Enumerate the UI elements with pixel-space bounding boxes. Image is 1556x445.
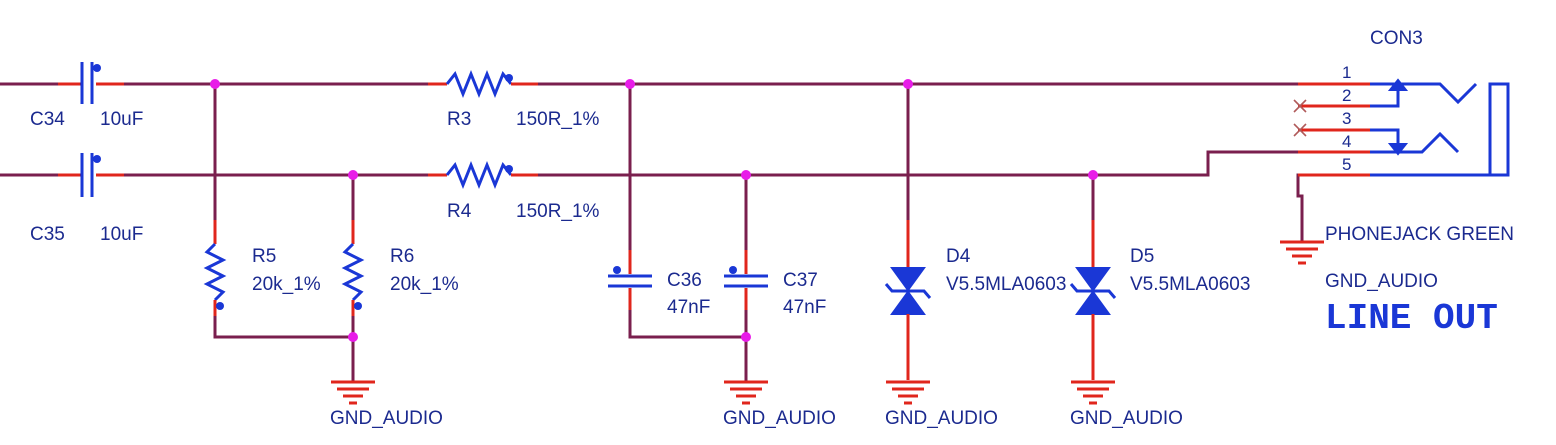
r5-value: 20k_1% xyxy=(252,274,321,295)
resistor-r6 xyxy=(341,220,365,316)
c35-ref: C35 xyxy=(30,224,65,245)
phone-jack-con3 xyxy=(1293,78,1510,177)
schematic-title: LINE OUT xyxy=(1325,298,1498,339)
d4-value: V5.5MLA0603 xyxy=(946,274,1066,295)
d4-ref: D4 xyxy=(946,246,971,267)
ground-symbol-3 xyxy=(886,380,930,405)
r4-ref: R4 xyxy=(447,201,472,222)
junction-dot xyxy=(903,79,913,89)
resistor-r3 xyxy=(428,69,538,99)
capacitor-c37 xyxy=(724,250,768,310)
ground-symbol-connector xyxy=(1280,240,1324,265)
c36-value: 47nF xyxy=(667,297,710,318)
junction-dot xyxy=(348,332,358,342)
c36-ref: C36 xyxy=(667,270,702,291)
r3-ref: R3 xyxy=(447,109,471,130)
c34-ref: C34 xyxy=(30,109,65,130)
ground-symbol-2 xyxy=(724,380,768,405)
junction-dot xyxy=(210,79,220,89)
con3-pin-3: 3 xyxy=(1342,109,1351,128)
capacitor-c35 xyxy=(58,153,124,197)
r3-value: 150R_1% xyxy=(516,109,600,130)
d5-ref: D5 xyxy=(1130,246,1154,267)
con3-value: PHONEJACK GREEN xyxy=(1325,224,1514,245)
c35-value: 10uF xyxy=(100,224,143,245)
tvs-diode-d5 xyxy=(1069,220,1117,380)
d5-value: V5.5MLA0603 xyxy=(1130,274,1250,295)
con3-ground-label: GND_AUDIO xyxy=(1325,271,1438,292)
junction-dot xyxy=(348,170,358,180)
capacitor-c36 xyxy=(608,250,652,310)
resistor-r4 xyxy=(428,160,538,190)
con3-pin-4: 4 xyxy=(1342,132,1351,151)
r5-ref: R5 xyxy=(252,246,276,267)
junction-dot xyxy=(741,332,751,342)
ground-symbol-1 xyxy=(331,380,375,405)
con3-ref: CON3 xyxy=(1370,28,1423,49)
con3-pin-5: 5 xyxy=(1342,155,1351,174)
wires xyxy=(0,82,1304,382)
c37-value: 47nF xyxy=(783,297,826,318)
ground-label-1: GND_AUDIO xyxy=(330,408,443,429)
r6-value: 20k_1% xyxy=(390,274,459,295)
resistor-r5 xyxy=(203,220,227,316)
junction-dot xyxy=(741,170,751,180)
ground-label-2: GND_AUDIO xyxy=(723,408,836,429)
ground-symbol-4 xyxy=(1071,380,1115,405)
r4-value: 150R_1% xyxy=(516,201,600,222)
c37-ref: C37 xyxy=(783,270,818,291)
junction-dot xyxy=(625,79,635,89)
junctions xyxy=(210,79,1098,342)
con3-pin-1: 1 xyxy=(1342,63,1351,82)
r6-ref: R6 xyxy=(390,246,414,267)
c34-value: 10uF xyxy=(100,109,143,130)
con3-pin-2: 2 xyxy=(1342,86,1351,105)
capacitor-c34 xyxy=(58,62,124,104)
ground-label-3: GND_AUDIO xyxy=(885,408,998,429)
ground-label-4: GND_AUDIO xyxy=(1070,408,1183,429)
junction-dot xyxy=(1088,170,1098,180)
tvs-diode-d4 xyxy=(884,220,932,380)
